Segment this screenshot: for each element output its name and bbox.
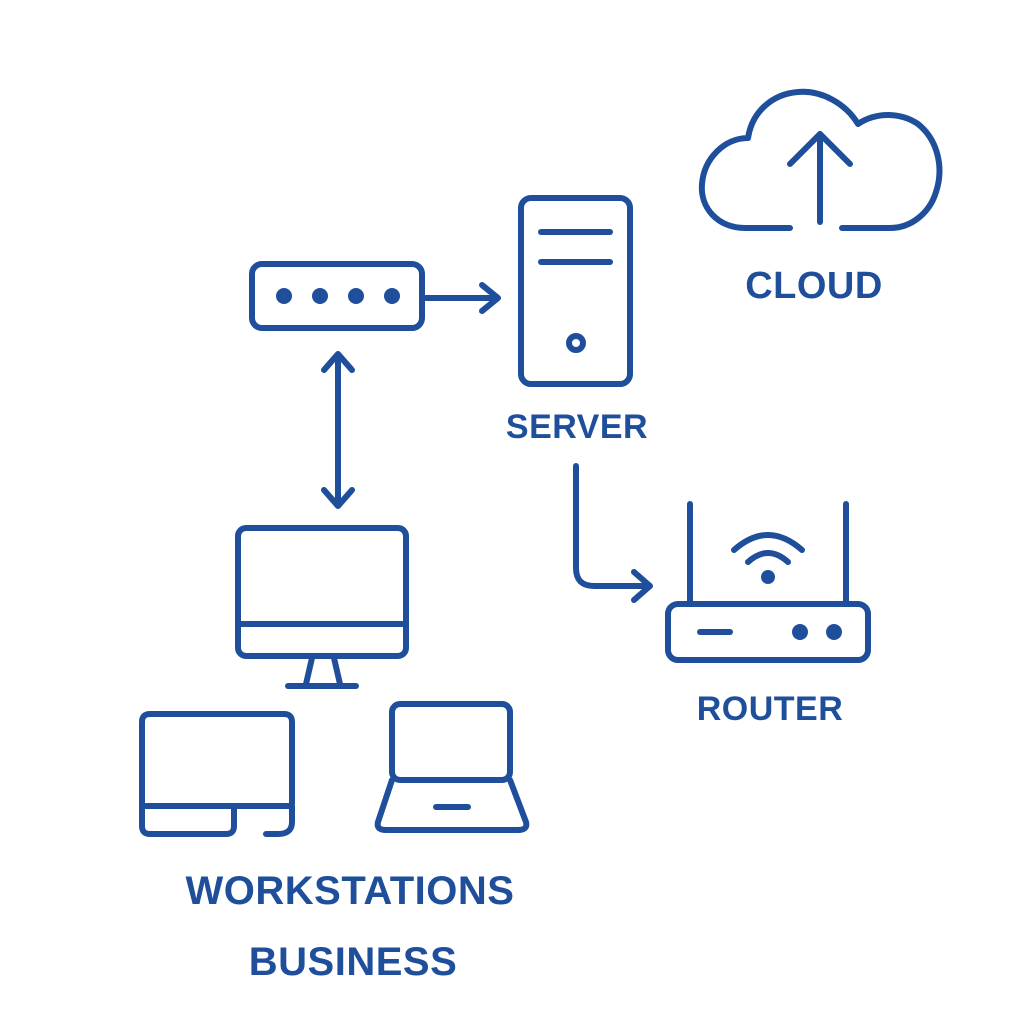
cloud-node: CLOUD	[698, 88, 943, 307]
arrow-switch-to-workstations	[321, 351, 355, 509]
desktop-monitor-icon	[235, 525, 409, 689]
cloud-label: CLOUD	[745, 265, 883, 307]
router-node: ROUTER	[665, 501, 871, 728]
laptop-icon	[374, 701, 530, 833]
workstations-node: WORKSTATIONS BUSINESS	[139, 525, 530, 984]
server-tower-icon	[518, 195, 633, 387]
cloud-upload-icon	[698, 88, 943, 231]
router-label: ROUTER	[697, 690, 844, 728]
all-in-one-computer-icon	[139, 711, 295, 837]
server-node: SERVER	[506, 195, 648, 446]
workstations-label-line2: BUSINESS	[249, 940, 458, 984]
network-switch-icon	[249, 261, 425, 331]
arrow-server-to-router	[573, 463, 653, 603]
server-label: SERVER	[506, 408, 648, 446]
workstations-label-line1: WORKSTATIONS	[186, 869, 515, 913]
switch-node	[249, 261, 425, 331]
arrow-switch-to-server	[423, 282, 501, 314]
wifi-router-icon	[665, 501, 871, 663]
